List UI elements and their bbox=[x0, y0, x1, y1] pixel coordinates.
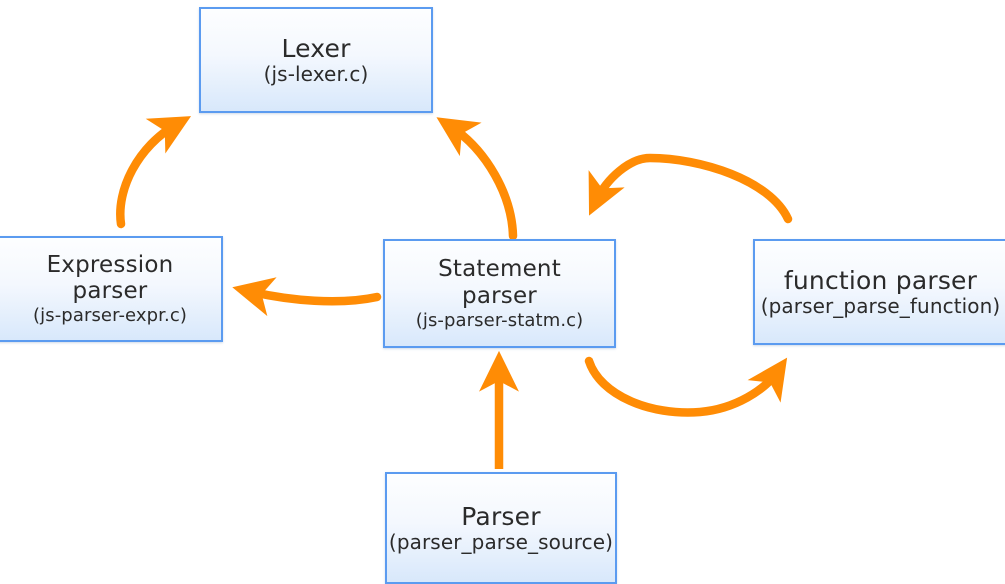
node-lexer[interactable]: Lexer (js-lexer.c) bbox=[199, 7, 433, 113]
node-expression-parser-title-line1: Expression bbox=[46, 251, 174, 278]
node-expression-parser-subtitle: (js-parser-expr.c) bbox=[33, 305, 187, 327]
edge-function-to-statement bbox=[588, 153, 793, 224]
node-function-parser-title: function parser bbox=[783, 265, 978, 295]
node-function-parser[interactable]: function parser (parser_parse_function) bbox=[753, 239, 1005, 345]
node-function-parser-subtitle: (parser_parse_function) bbox=[760, 293, 1001, 318]
edge-expression-to-lexer bbox=[116, 116, 192, 229]
node-expression-parser-title-line2: parser bbox=[72, 278, 148, 305]
node-expression-parser[interactable]: Expression parser (js-parser-expr.c) bbox=[0, 236, 223, 342]
edge-statement-to-lexer bbox=[436, 117, 518, 241]
node-lexer-subtitle: (js-lexer.c) bbox=[263, 61, 369, 86]
edge-statement-to-expression bbox=[232, 277, 382, 317]
node-statement-parser-title-line1: Statement bbox=[438, 256, 561, 283]
node-parser-subtitle: (parser_parse_source) bbox=[388, 529, 614, 554]
node-statement-parser[interactable]: Statement parser (js-parser-statm.c) bbox=[383, 239, 616, 348]
node-statement-parser-subtitle: (js-parser-statm.c) bbox=[415, 309, 584, 331]
node-parser-title: Parser bbox=[461, 501, 541, 531]
node-statement-parser-title-line2: parser bbox=[462, 282, 537, 309]
edge-statement-to-function bbox=[584, 356, 788, 417]
node-lexer-title: Lexer bbox=[281, 33, 351, 63]
node-parser[interactable]: Parser (parser_parse_source) bbox=[385, 472, 617, 584]
